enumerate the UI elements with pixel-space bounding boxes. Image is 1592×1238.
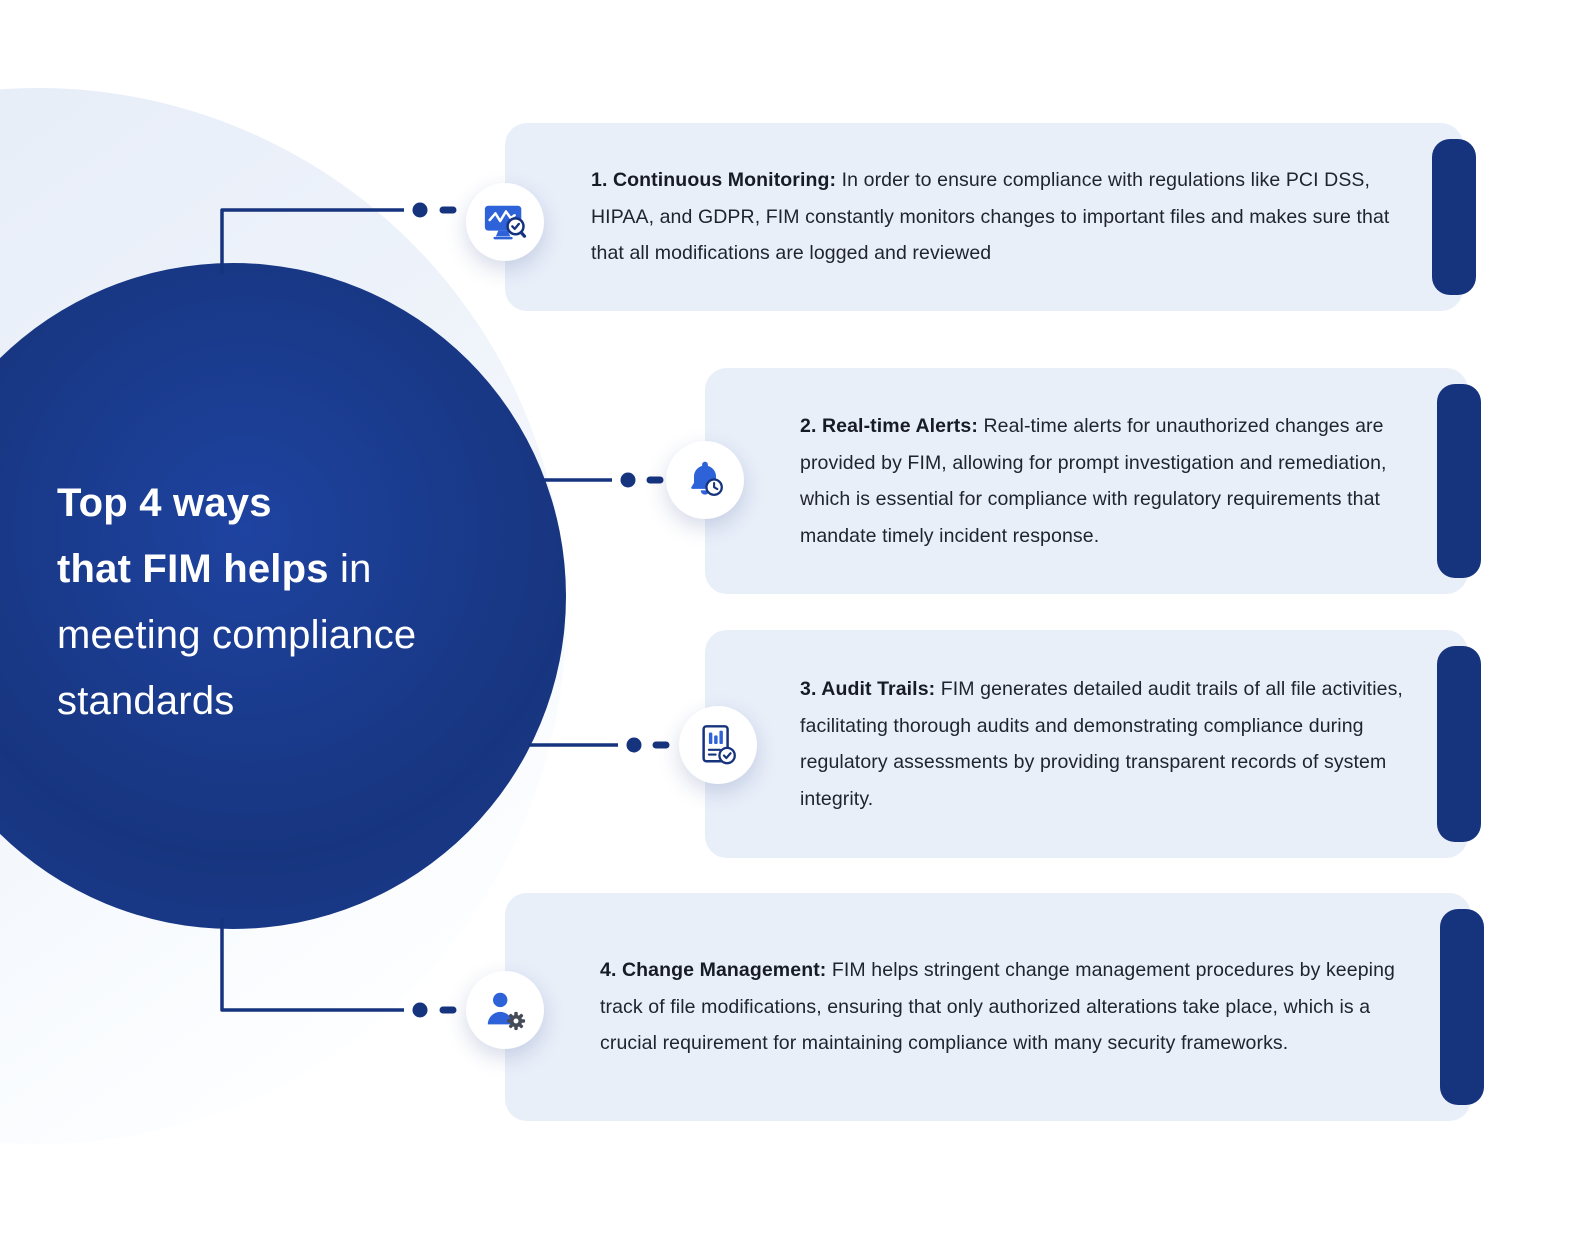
icon-bubble-4 xyxy=(466,971,544,1049)
title-line1-text: Top 4 ways xyxy=(57,481,272,525)
title-line-1: Top 4 ways xyxy=(57,470,527,536)
bell-clock-icon xyxy=(691,461,723,497)
card-change-management: 4. Change Management: FIM helps stringen… xyxy=(505,893,1484,1121)
connector-dot-1 xyxy=(412,202,428,218)
card-1-text: 1. Continuous Monitoring: In order to en… xyxy=(591,162,1401,272)
card-1-heading: 1. Continuous Monitoring: xyxy=(591,169,837,192)
connector-dot-2 xyxy=(620,472,636,488)
title-line2-bold-text: that FIM helps xyxy=(57,547,329,591)
card-2-text: 2. Real-time Alerts: Real-time alerts fo… xyxy=(800,408,1416,554)
title-line2-regular-text: in xyxy=(328,547,372,591)
card-4-text: 4. Change Management: FIM helps stringen… xyxy=(600,952,1411,1062)
card-3-heading: 3. Audit Trails: xyxy=(800,678,936,700)
person-gear-icon xyxy=(487,992,526,1031)
monitor-search-icon xyxy=(484,205,527,240)
title-circle xyxy=(0,263,566,929)
title-line-4: standards xyxy=(57,679,235,723)
card-3-body: FIM generates detailed audit trails of a… xyxy=(800,678,1403,810)
card-2-body: Real-time alerts for unauthorized change… xyxy=(800,415,1387,547)
icon-bubble-2 xyxy=(666,441,744,519)
icon-bubble-1 xyxy=(466,183,544,261)
card-continuous-monitoring: 1. Continuous Monitoring: In order to en… xyxy=(505,123,1476,311)
title-line-3: meeting compliance xyxy=(57,613,417,657)
card-real-time-alerts: 2. Real-time Alerts: Real-time alerts fo… xyxy=(705,368,1481,594)
title-line-2: that FIM helps in xyxy=(57,536,527,602)
card-4-body: FIM helps stringent change management pr… xyxy=(600,959,1395,1055)
card-audit-trails: 3. Audit Trails: FIM generates detailed … xyxy=(705,630,1481,858)
card-4-heading: 4. Change Management: xyxy=(600,959,827,982)
connector-dot-3 xyxy=(626,737,642,753)
page-title: Top 4 ways that FIM helps in meeting com… xyxy=(57,470,527,734)
card-2-heading: 2. Real-time Alerts: xyxy=(800,415,978,437)
connector-dot-4 xyxy=(412,1002,428,1018)
card-3-text: 3. Audit Trails: FIM generates detailed … xyxy=(800,671,1416,817)
icon-bubble-3 xyxy=(679,706,757,784)
card-1-body: In order to ensure compliance with regul… xyxy=(591,169,1390,265)
report-check-icon xyxy=(702,725,736,765)
